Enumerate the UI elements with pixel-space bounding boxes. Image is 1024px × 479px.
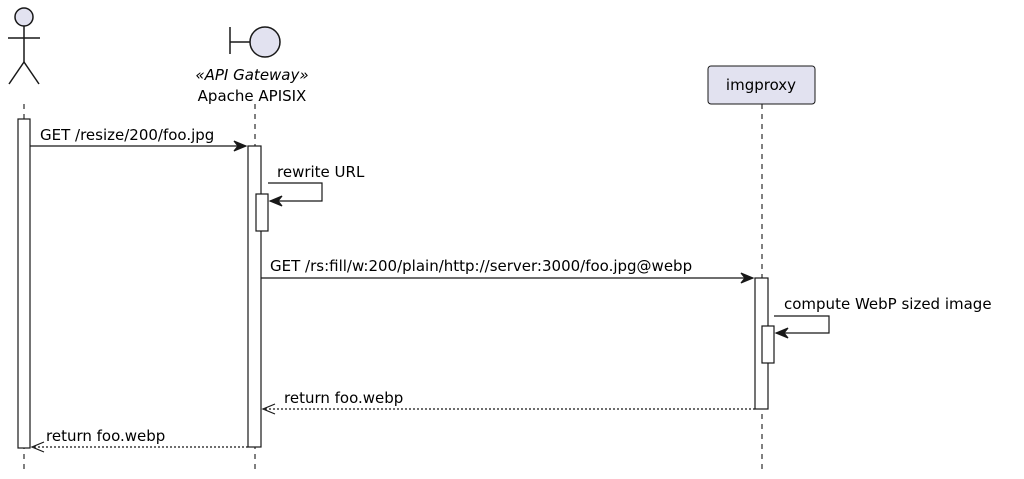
gateway-nested-activation <box>255 193 269 232</box>
message-6-label: return foo.webp <box>46 427 165 445</box>
message-1: GET /resize/200/foo.jpg <box>30 126 248 152</box>
actor-activation <box>17 118 31 449</box>
message-2-label: rewrite URL <box>277 163 365 181</box>
message-5: return foo.webp <box>261 389 755 415</box>
message-4-label: compute WebP sized image <box>784 295 992 313</box>
message-2: rewrite URL <box>268 163 365 207</box>
actor-icon <box>8 7 40 85</box>
gateway-stereotype: «API Gateway» <box>195 66 308 84</box>
gateway-label: Apache APISIX <box>198 87 307 105</box>
imgproxy-nested-activation <box>761 325 775 364</box>
message-5-label: return foo.webp <box>284 389 403 407</box>
message-6: return foo.webp <box>30 427 248 453</box>
message-3: GET /rs:fill/w:200/plain/http://server:3… <box>261 257 755 284</box>
message-3-label: GET /rs:fill/w:200/plain/http://server:3… <box>270 257 692 275</box>
imgproxy-box <box>707 65 816 105</box>
boundary-icon <box>229 26 281 58</box>
imgproxy-label: imgproxy <box>726 76 796 94</box>
gateway-activation <box>247 145 262 448</box>
message-1-label: GET /resize/200/foo.jpg <box>40 126 214 144</box>
message-4: compute WebP sized image <box>774 295 992 339</box>
